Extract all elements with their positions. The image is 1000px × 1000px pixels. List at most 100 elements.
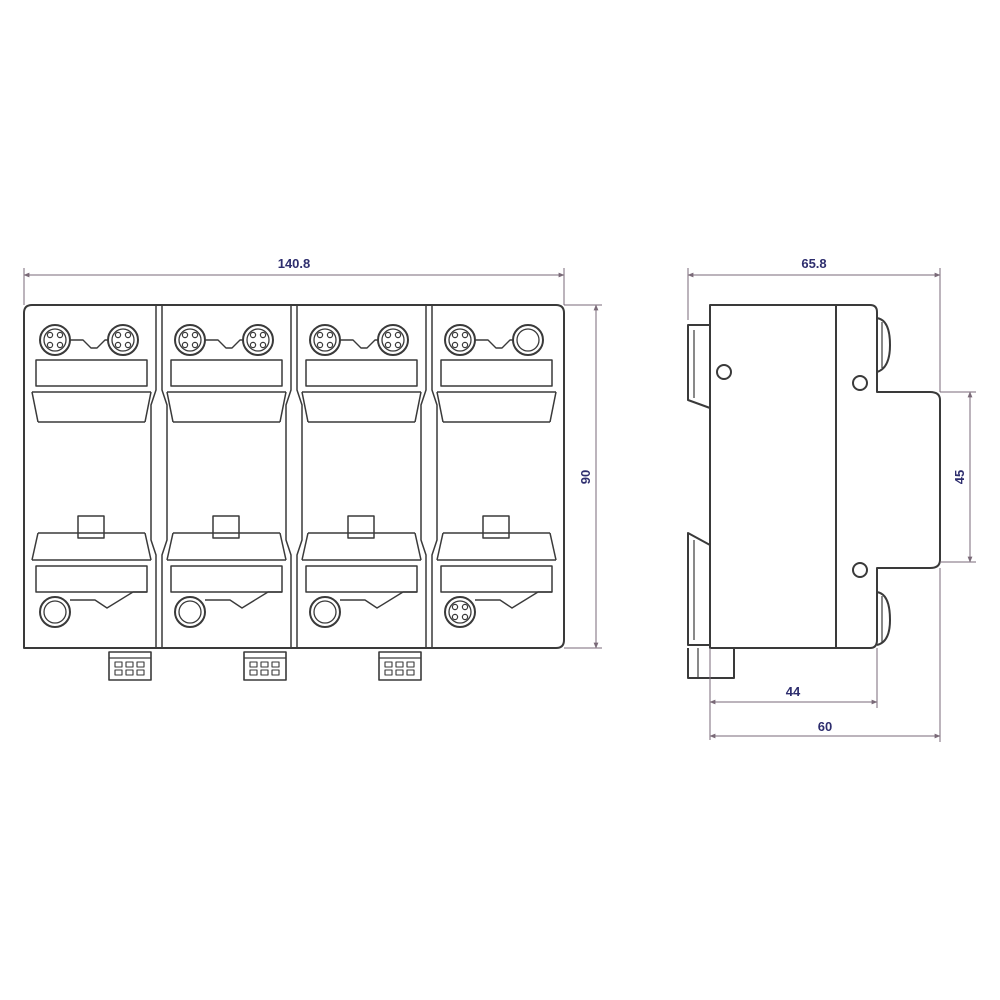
module-3-terminal-top-left-hole [316, 341, 324, 349]
module-3-wire-top [340, 339, 378, 349]
module-3-connector-pin [406, 669, 415, 676]
module-2-connector-pin [271, 669, 280, 676]
module-4-indicator-window [482, 515, 510, 539]
module-2-line [166, 532, 174, 561]
module-2-connector-pin [260, 669, 269, 676]
module-4-terminal-top-left-hole [461, 341, 469, 349]
module-3-wire-bottom [340, 591, 417, 609]
module-2-connector-pin [249, 661, 258, 668]
module-2-wire-top [205, 339, 243, 349]
module-2-terminal-top-left-hole [191, 331, 199, 339]
module-1-terminal-top-left-hole [46, 331, 54, 339]
module-3-label-bottom [305, 565, 418, 593]
module-3-connector-pin [406, 661, 415, 668]
module-3-terminal-top-right-inner [381, 328, 405, 352]
module-2-separator-right [161, 306, 168, 647]
module-3-terminal-top-right-hole [394, 331, 402, 339]
module-1-connector-pin [136, 661, 145, 668]
module-1-terminal-top-right-hole [124, 341, 132, 349]
module-3-terminal-top-right-hole [384, 331, 392, 339]
module-4-separator-left [420, 306, 427, 647]
module-4-terminal-top-right-inner [516, 328, 540, 352]
module-2-terminal-bottom-inner [178, 600, 202, 624]
module-2-line [279, 532, 287, 561]
module-3-terminal-top-right-hole [384, 341, 392, 349]
module-4-terminal-top-left-inner [448, 328, 472, 352]
module-4-label-bottom [440, 565, 553, 593]
rail-clip-top [687, 324, 711, 409]
module-3-terminal-top-left-hole [326, 341, 334, 349]
module-1-terminal-top-left-hole [56, 341, 64, 349]
module-1-connector-pin [114, 661, 123, 668]
module-4-separator-right [431, 306, 438, 647]
module-4-terminal-top-left-hole [461, 331, 469, 339]
front-outline [23, 304, 565, 649]
module-4-terminal-top-left-hole [451, 341, 459, 349]
front-view [23, 304, 565, 681]
module-4-label-top [440, 359, 553, 387]
module-1-indicator-window [77, 515, 105, 539]
module-2-connector-pin [260, 661, 269, 668]
module-2-terminal-top-right-hole [259, 341, 267, 349]
width-label: 140.8 [278, 256, 311, 271]
module-1-connector-pin [125, 669, 134, 676]
module-3-connector [378, 651, 422, 681]
module-1-wire-top [70, 339, 108, 349]
module-3-connector-pin [384, 661, 393, 668]
module-1-terminal-top-left-hole [46, 341, 54, 349]
rail-height-label: 45 [952, 470, 967, 484]
module-1-connector-pin [125, 661, 134, 668]
latch [687, 648, 735, 679]
module-1-terminal-top-left-inner [43, 328, 67, 352]
module-4-line [436, 391, 444, 423]
rail-clip-bottom [687, 532, 711, 646]
module-3-connector-pin [395, 669, 404, 676]
side-body-outline [709, 304, 941, 649]
module-1-terminal-top-left-hole [56, 331, 64, 339]
module-2-line [166, 391, 174, 423]
dimension-body-depth: 44 [709, 648, 878, 740]
module-3-line [301, 532, 309, 561]
module-1-connector [108, 651, 152, 681]
module-1-label-top [35, 359, 148, 387]
module-3-label-top [305, 359, 418, 387]
module-3-terminal-top-left-inner [313, 328, 337, 352]
module-1-terminal-top-right-inner [111, 328, 135, 352]
module-4-terminal-bottom-hole [461, 613, 469, 621]
module-1-connector-pin [114, 669, 123, 676]
module-4-line [436, 532, 444, 561]
module-2-terminal-top-right-hole [249, 331, 257, 339]
side-screw-2 [852, 375, 868, 391]
module-1-wire-bottom [70, 591, 147, 609]
module-3-terminal-bottom [309, 596, 341, 628]
module-2-terminal-top-right-hole [249, 341, 257, 349]
module-3-separator-left [285, 306, 292, 647]
module-1-connector-pin [136, 669, 145, 676]
module-2-terminal-top-left-inner [178, 328, 202, 352]
module-3-line [414, 391, 422, 423]
side-screw-3 [852, 562, 868, 578]
module-1-terminal-bottom [39, 596, 71, 628]
dimension-height-front: 90 [564, 304, 602, 649]
module-2-terminal-bottom [174, 596, 206, 628]
module-4-terminal-bottom-hole [451, 613, 459, 621]
module-1-terminal-top-right-hole [114, 341, 122, 349]
side-screw-1 [716, 364, 732, 380]
module-2-terminal-top-left-hole [191, 341, 199, 349]
depth-label: 65.8 [801, 256, 826, 271]
tab-bottom [876, 591, 891, 646]
body-depth-label: 44 [786, 684, 801, 699]
height-label: 90 [578, 470, 593, 484]
module-2-label-bottom [170, 565, 283, 593]
module-4-wire-top [475, 339, 513, 349]
module-3-terminal-top-right-hole [394, 341, 402, 349]
module-1-line [144, 532, 152, 561]
module-2-connector [243, 651, 287, 681]
module-2-wire-bottom [205, 591, 282, 609]
module-1-terminal-bottom-inner [43, 600, 67, 624]
module-4-wire-bottom [475, 591, 552, 609]
module-3-line [301, 391, 309, 423]
module-4-line [549, 532, 557, 561]
module-3-connector-pin [395, 661, 404, 668]
